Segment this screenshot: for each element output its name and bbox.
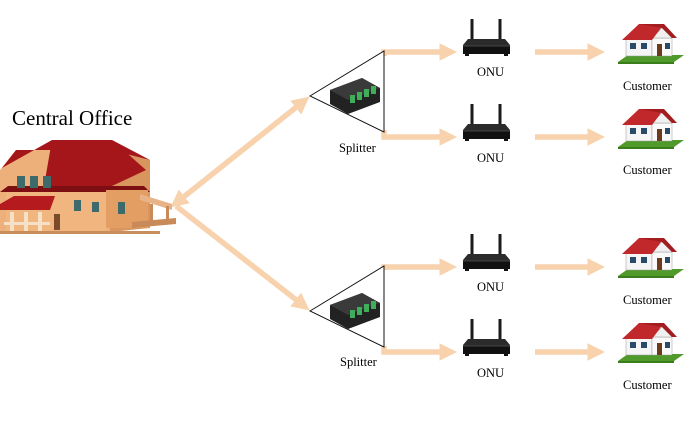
splitter-icon-1 xyxy=(309,50,385,133)
drop-links xyxy=(535,43,606,361)
feeder-links xyxy=(170,96,310,311)
feeder-link-upper xyxy=(170,96,310,208)
onu-label-3: ONU xyxy=(477,280,505,294)
central-office-house-icon xyxy=(0,140,176,234)
splitter-label-2: Splitter xyxy=(340,355,377,369)
onu-router-icon-3 xyxy=(463,234,510,271)
onu-label-4: ONU xyxy=(477,366,505,380)
onu-label-1: ONU xyxy=(477,65,505,79)
customer-house-icon-1 xyxy=(617,23,685,65)
splitter-label-1: Splitter xyxy=(339,141,376,155)
customer-label-2: Customer xyxy=(623,163,672,177)
onu-router-icon-4 xyxy=(463,319,510,356)
onu-router-icon-1 xyxy=(463,19,510,56)
split-link-2 xyxy=(381,128,458,146)
customer-house-icon-3 xyxy=(617,237,685,279)
onu-router-icon-2 xyxy=(463,104,510,141)
split-link-1 xyxy=(381,43,458,61)
customer-house-icon-4 xyxy=(617,322,685,364)
distribution-links xyxy=(381,43,458,361)
split-link-3 xyxy=(381,258,458,276)
feeder-link-lower xyxy=(174,203,310,311)
splitter-icon-2 xyxy=(309,265,385,348)
central-office-label: Central Office xyxy=(12,106,133,130)
customer-label-3: Customer xyxy=(623,293,672,307)
customer-label-4: Customer xyxy=(623,378,672,392)
customer-house-icon-2 xyxy=(617,108,685,150)
customer-label-1: Customer xyxy=(623,79,672,93)
onu-label-2: ONU xyxy=(477,151,505,165)
split-link-4 xyxy=(381,343,458,361)
